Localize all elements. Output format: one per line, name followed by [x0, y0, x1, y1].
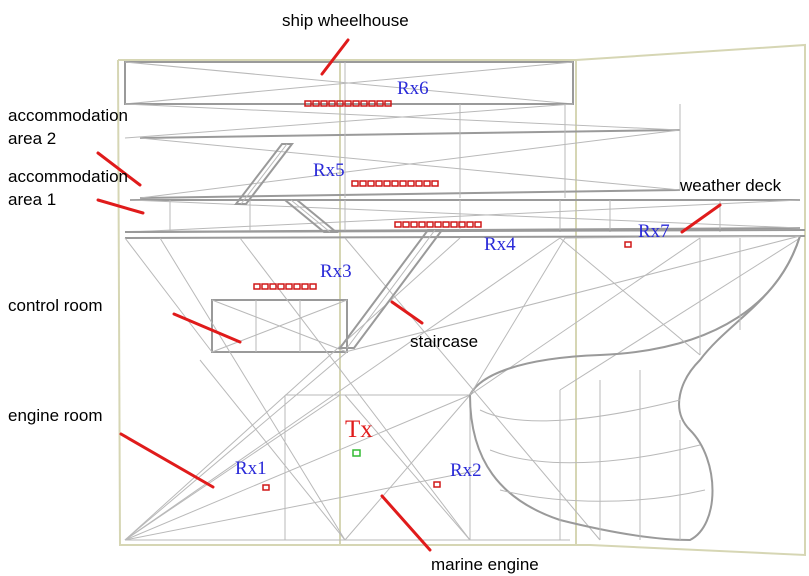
tx-label: Tx	[345, 416, 373, 443]
ship-hull-wireframe	[124, 61, 806, 542]
rx7-label: Rx7	[638, 221, 670, 242]
callout-labels: ship wheelhouse accommodation area 2 acc…	[8, 11, 782, 574]
pointer-weather-deck	[680, 203, 722, 234]
pointer-marine-engine	[380, 494, 432, 552]
label-control-room: control room	[8, 296, 102, 315]
staircase-structure	[233, 143, 444, 349]
label-weather-deck: weather deck	[679, 176, 782, 195]
rx1-antenna	[262, 484, 270, 491]
rx4-antenna-array	[394, 221, 482, 228]
label-accommodation-area-2-line1: accommodation	[8, 106, 128, 125]
rx6-antenna-array	[304, 100, 392, 107]
pointer-accommodation-area-2	[96, 151, 142, 187]
callout-pointers	[96, 38, 722, 552]
rx2-antenna	[433, 481, 441, 488]
tx-antenna	[352, 449, 361, 457]
label-marine-engine: marine engine	[431, 555, 539, 574]
pointer-staircase	[390, 300, 424, 325]
pointer-control-room	[172, 312, 242, 344]
label-accommodation-area-2-line2: area 2	[8, 129, 56, 148]
rx2-label: Rx2	[450, 460, 482, 481]
rx6-label: Rx6	[397, 78, 429, 99]
antenna-arrays	[253, 100, 632, 491]
pointer-accommodation-area-1	[96, 198, 145, 215]
label-accommodation-area-1-line1: accommodation	[8, 167, 128, 186]
label-staircase: staircase	[410, 332, 478, 351]
label-ship-wheelhouse: ship wheelhouse	[282, 11, 409, 30]
pointer-engine-room	[119, 432, 215, 489]
label-accommodation-area-1-line2: area 1	[8, 190, 56, 209]
label-engine-room: engine room	[8, 406, 103, 425]
rx7-antenna	[624, 241, 632, 248]
pointer-ship-wheelhouse	[320, 38, 350, 76]
antenna-labels: Rx6 Rx5 Rx4 Rx3 Rx7 Rx1 Rx2 Tx	[235, 78, 670, 481]
rx5-label: Rx5	[313, 160, 345, 181]
rx4-label: Rx4	[484, 234, 516, 255]
rx5-antenna-array	[351, 180, 439, 187]
rx1-label: Rx1	[235, 458, 267, 479]
rx3-label: Rx3	[320, 261, 352, 282]
rx3-antenna-array	[253, 283, 317, 290]
